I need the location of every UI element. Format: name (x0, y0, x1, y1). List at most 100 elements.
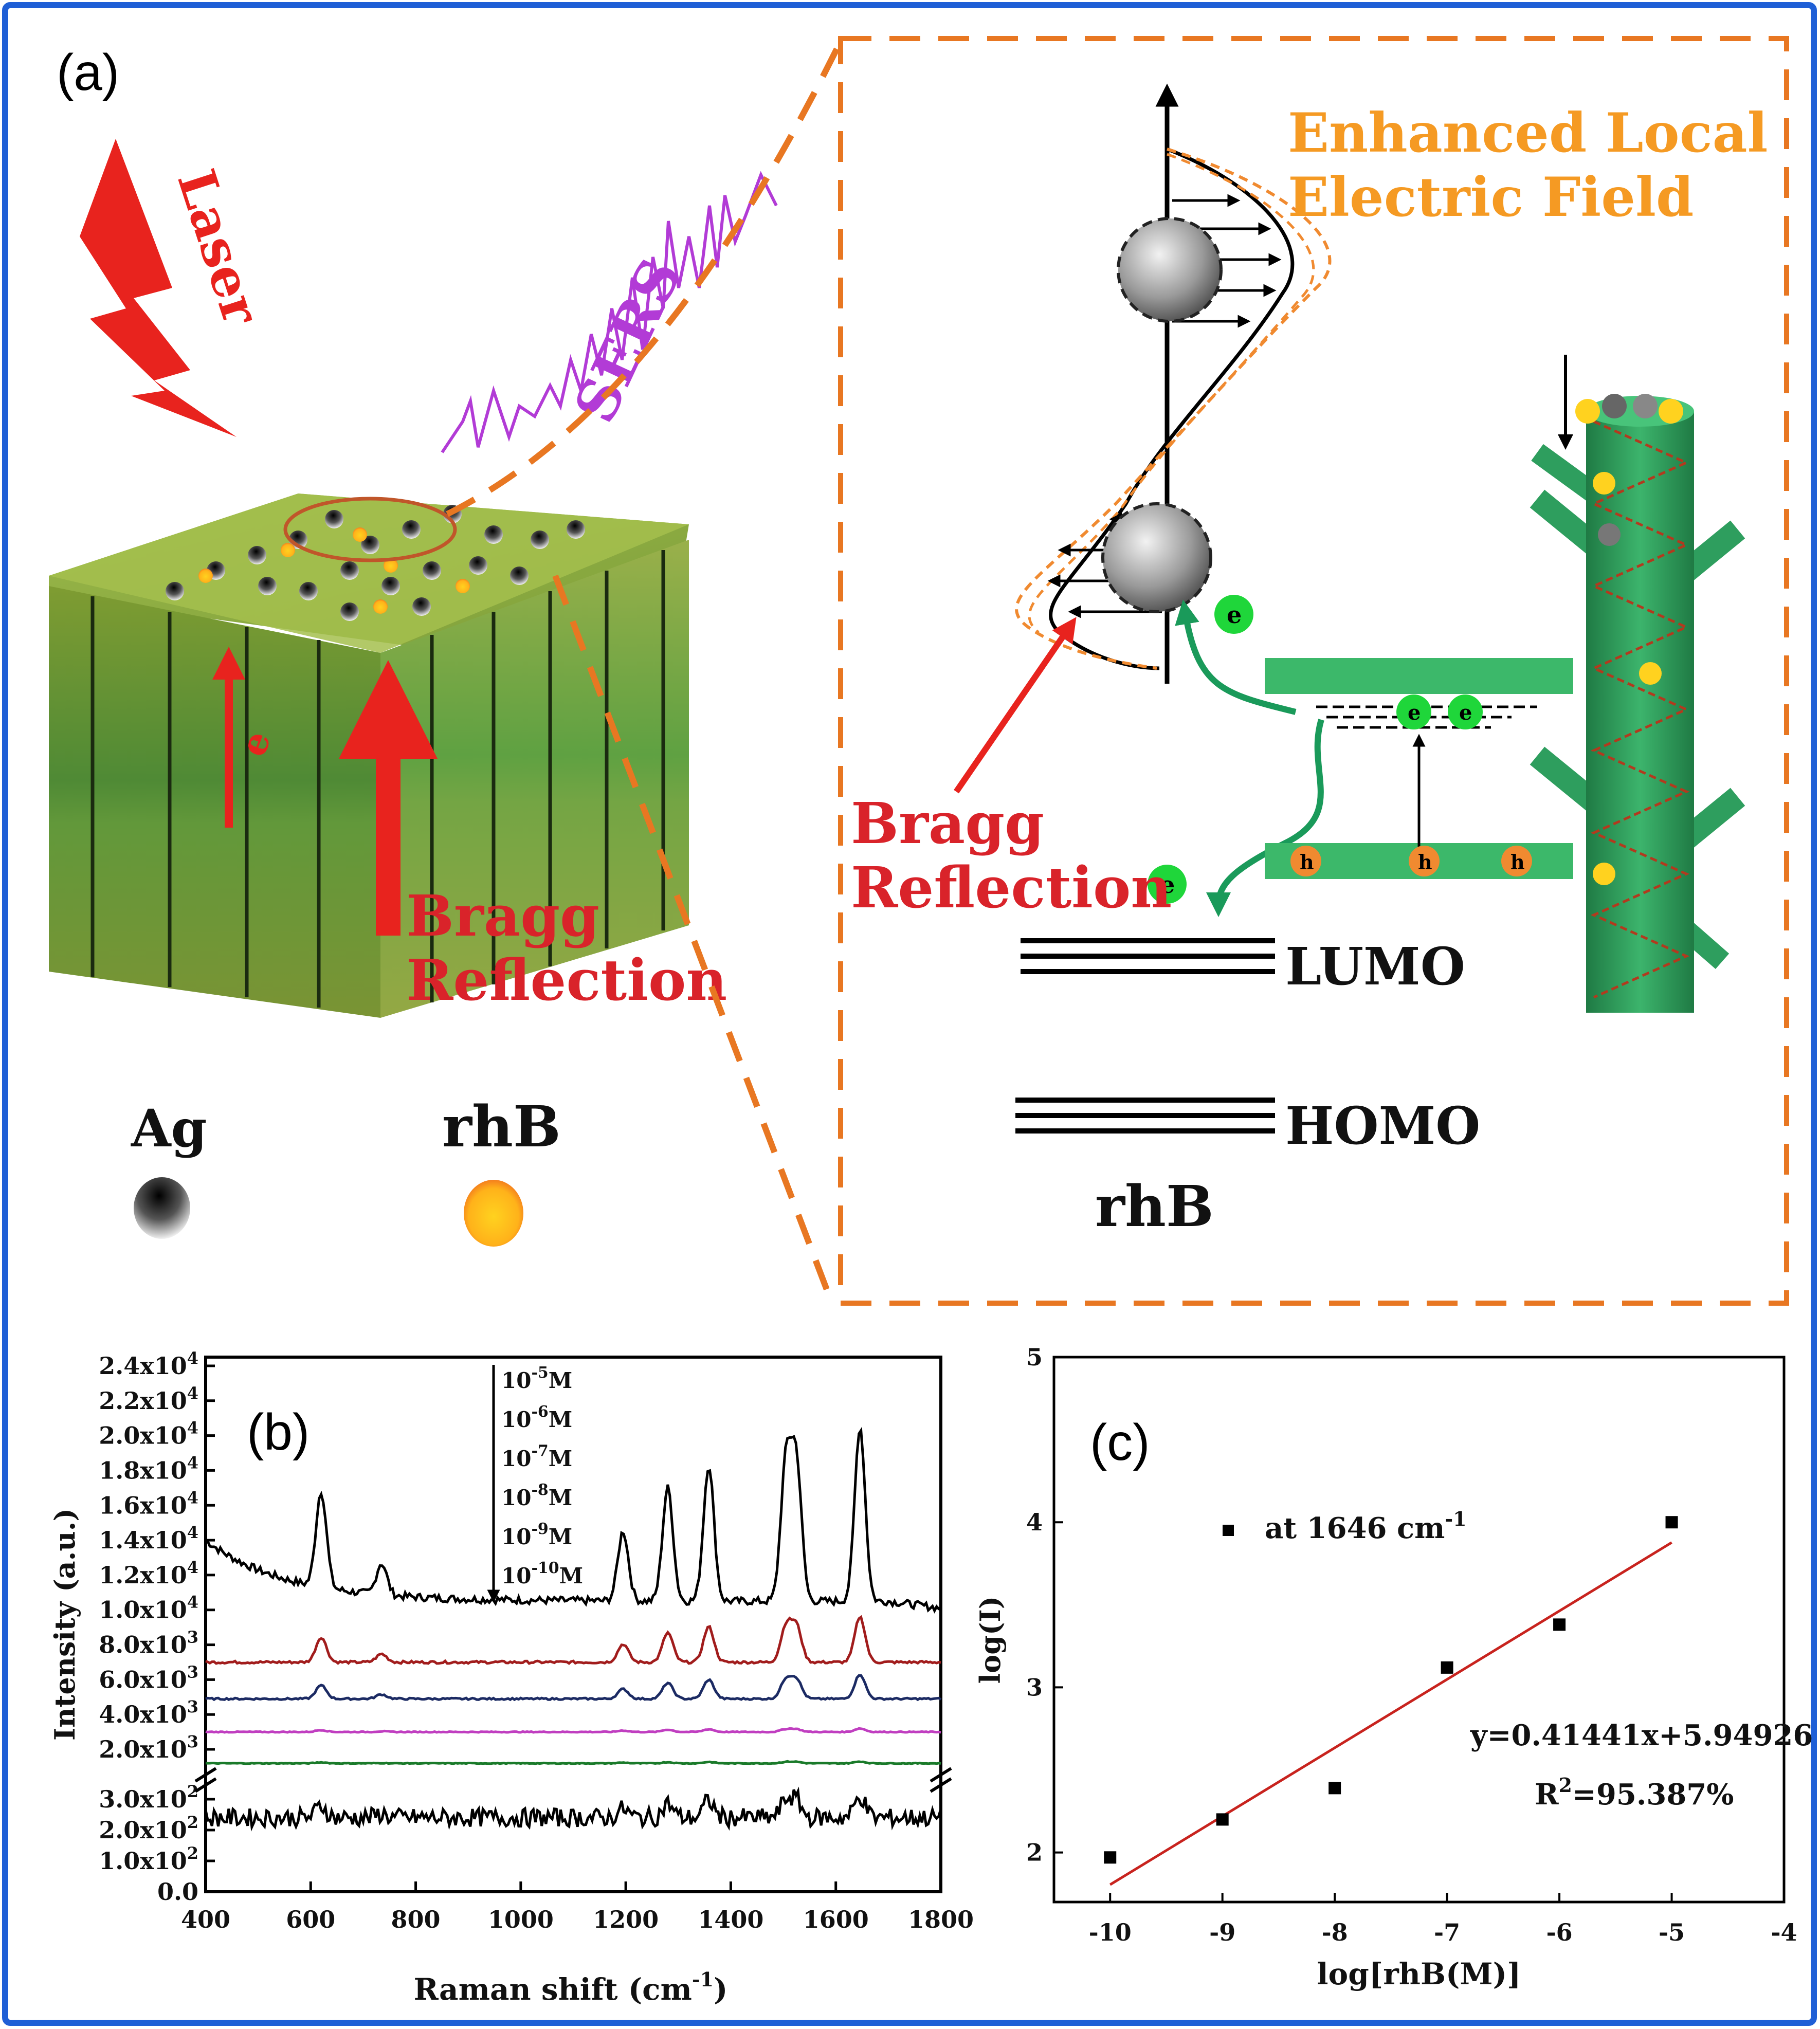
b-xtick-label: 1400 (698, 1906, 763, 1933)
concentration-label: 10-6M (501, 1403, 572, 1432)
b-ytick-label: 2.2x104 (99, 1383, 198, 1415)
panel-b-ylabel: Intensity (a.u.) (48, 1508, 81, 1741)
panel-c-legend-marker (1223, 1525, 1234, 1536)
panel-b-x-ticks: 400 600 800 1000 1200 1400 1600 1800 (181, 1881, 974, 1933)
laser-label: Laser (166, 162, 272, 332)
panel-c-r2: R2=95.387% (1535, 1774, 1734, 1812)
b-ytick-label: 2.0x102 (99, 1813, 198, 1844)
b-ytick-label: 1.0x104 (99, 1593, 198, 1624)
axis-break-icon (194, 1767, 952, 1793)
laser-bolt-icon (80, 139, 236, 437)
bragg-label-left-1: Bragg (406, 883, 599, 949)
sers-label: SERS (561, 249, 694, 432)
enhanced-field-label-2: Electric Field (1288, 165, 1694, 229)
b-xtick-label: 400 (181, 1906, 230, 1933)
concentration-label: 10-5M (501, 1364, 572, 1393)
b-ytick-label: 2.0x104 (99, 1418, 198, 1450)
c-xtick-label: -6 (1546, 1918, 1573, 1946)
c-data-point (1553, 1618, 1566, 1631)
rhb-label-inset: rhB (1095, 1173, 1214, 1239)
b-xtick-label: 800 (391, 1906, 441, 1933)
c-data-point (1216, 1813, 1229, 1826)
photonic-crystal-cube: e (49, 493, 689, 1018)
b-series-line (205, 1674, 942, 1702)
lumo-label: LUMO (1285, 936, 1465, 997)
panel-b-y-ticks-upper: 2.0x1034.0x1036.0x1038.0x1031.0x1041.2x1… (99, 1348, 215, 1763)
c-fit-line (1109, 1541, 1672, 1886)
c-xtick-label: -9 (1209, 1918, 1235, 1946)
panel-b-series (204, 1427, 942, 1832)
b-xtick-label: 1000 (488, 1906, 554, 1933)
sers-spectrum-icon (441, 171, 778, 453)
c-xtick-label: -5 (1659, 1918, 1685, 1946)
panel-a-label: (a) (57, 44, 119, 101)
concentration-label: 10-10M (501, 1559, 583, 1588)
hole-3: h (1510, 850, 1525, 873)
b-ytick-label: 3.0x102 (99, 1782, 198, 1813)
electron-2: e (1160, 871, 1175, 899)
panel-b-plot-frame (204, 1356, 942, 1893)
c-ytick-label: 3 (1026, 1673, 1043, 1701)
b-xtick-label: 600 (286, 1906, 335, 1933)
hole-1: h (1300, 850, 1314, 873)
b-xtick-label: 1200 (593, 1906, 659, 1933)
c-ytick-label: 5 (1026, 1343, 1043, 1371)
legend-ag-marker (134, 1177, 190, 1239)
bragg-label-inset-1: Bragg (851, 790, 1044, 856)
concentration-label: 10-8M (501, 1481, 572, 1510)
legend-ag-label: Ag (131, 1098, 207, 1159)
b-xtick-label: 1600 (803, 1906, 869, 1933)
b-ytick-label: 8.0x103 (99, 1628, 198, 1659)
panel-a: (a) Laser SERS (49, 34, 1789, 1307)
c-data-point (1441, 1661, 1453, 1674)
bragg-label-left-2: Reflection (406, 947, 727, 1013)
b-series-line (205, 1427, 941, 1614)
c-ytick-label: 2 (1026, 1839, 1043, 1867)
b-ytick-label: 1.8x104 (99, 1453, 198, 1484)
panel-c-legend: at 1646 cm-1 (1265, 1507, 1467, 1545)
concentration-label: 10-9M (501, 1520, 572, 1549)
c-xtick-label: -7 (1434, 1918, 1460, 1946)
panel-b-xlabel: Raman shift (cm-1) (413, 1968, 727, 2007)
panel-c-points (1104, 1516, 1678, 1864)
electron-band-2: e (1459, 701, 1472, 725)
panel-c-fit-line (1109, 1541, 1672, 1886)
hole-2: h (1418, 850, 1432, 873)
electron-band-1: e (1408, 701, 1421, 725)
panel-c-x-ticks: -10-9-8-7-6-5-4 (1089, 1893, 1797, 1946)
b-ytick-label: 2.4x104 (99, 1348, 198, 1380)
conduction-band (1265, 658, 1573, 694)
enhanced-field-label-1: Enhanced Local (1288, 101, 1768, 164)
zoom-line-top (446, 34, 846, 517)
b-xtick-label: 1800 (908, 1906, 974, 1933)
b-ytick-label: 1.4x104 (99, 1523, 198, 1554)
b-series-line (205, 1727, 941, 1734)
b-ytick-label: 4.0x103 (99, 1697, 198, 1728)
inset-frame (838, 36, 1789, 1306)
electron-1: e (1227, 601, 1242, 629)
b-ytick-label: 1.0x102 (99, 1843, 198, 1875)
inset-diagram: Enhanced Local Electric Field e e e e h … (851, 83, 1768, 1239)
c-data-point (1328, 1782, 1341, 1795)
c-data-point (1665, 1516, 1678, 1529)
panel-b-label: (b) (247, 1403, 310, 1461)
c-xtick-label: -4 (1771, 1918, 1797, 1946)
panel-c-plot-frame (1052, 1356, 1786, 1904)
b-ytick-label: 6.0x103 (99, 1662, 198, 1693)
concentration-label: 10-7M (501, 1442, 572, 1471)
c-data-point (1104, 1851, 1117, 1864)
panel-c-equation: y=0.41441x+5.94926 (1470, 1719, 1813, 1752)
panel-c-xlabel: log[rhB(M)] (1317, 1957, 1521, 1991)
legend-rhb-marker (464, 1180, 523, 1247)
concentration-labels: 10-5M 10-6M 10-7M 10-8M 10-9M 10-10M (501, 1364, 583, 1588)
homo-label: HOMO (1285, 1095, 1480, 1156)
b-series-line (205, 1760, 941, 1765)
panel-c-label: (c) (1090, 1414, 1150, 1471)
c-xtick-label: -8 (1322, 1918, 1348, 1946)
b-series-line (204, 1786, 942, 1832)
